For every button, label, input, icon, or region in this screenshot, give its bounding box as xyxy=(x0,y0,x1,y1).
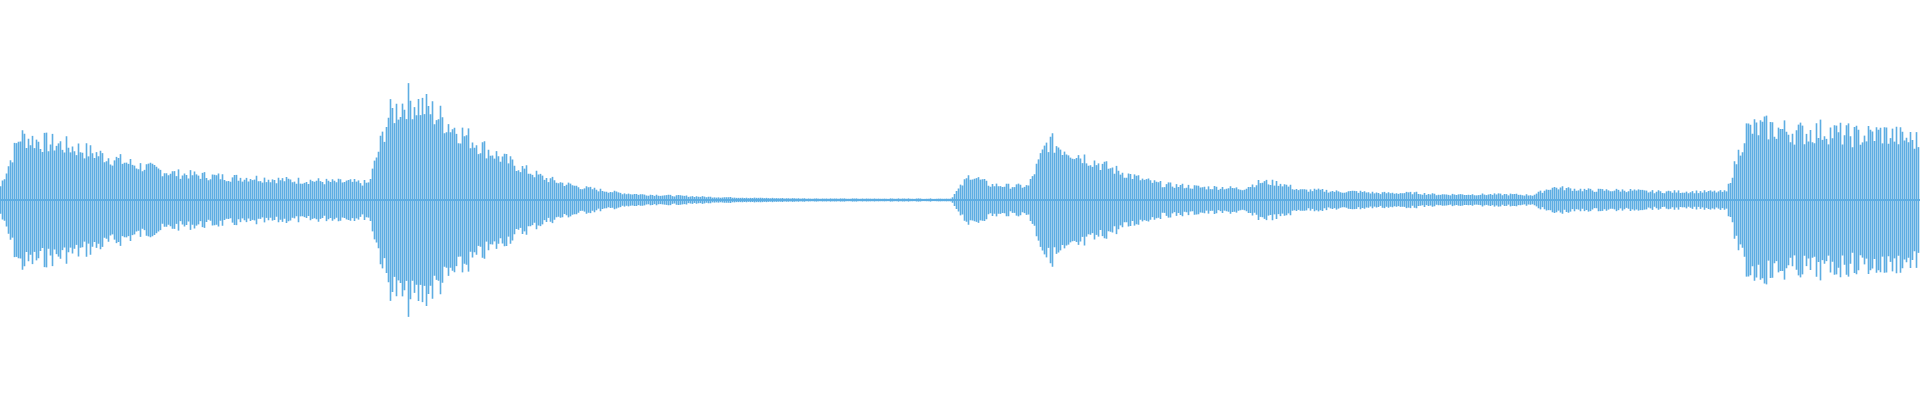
waveform-bars xyxy=(0,83,1920,317)
